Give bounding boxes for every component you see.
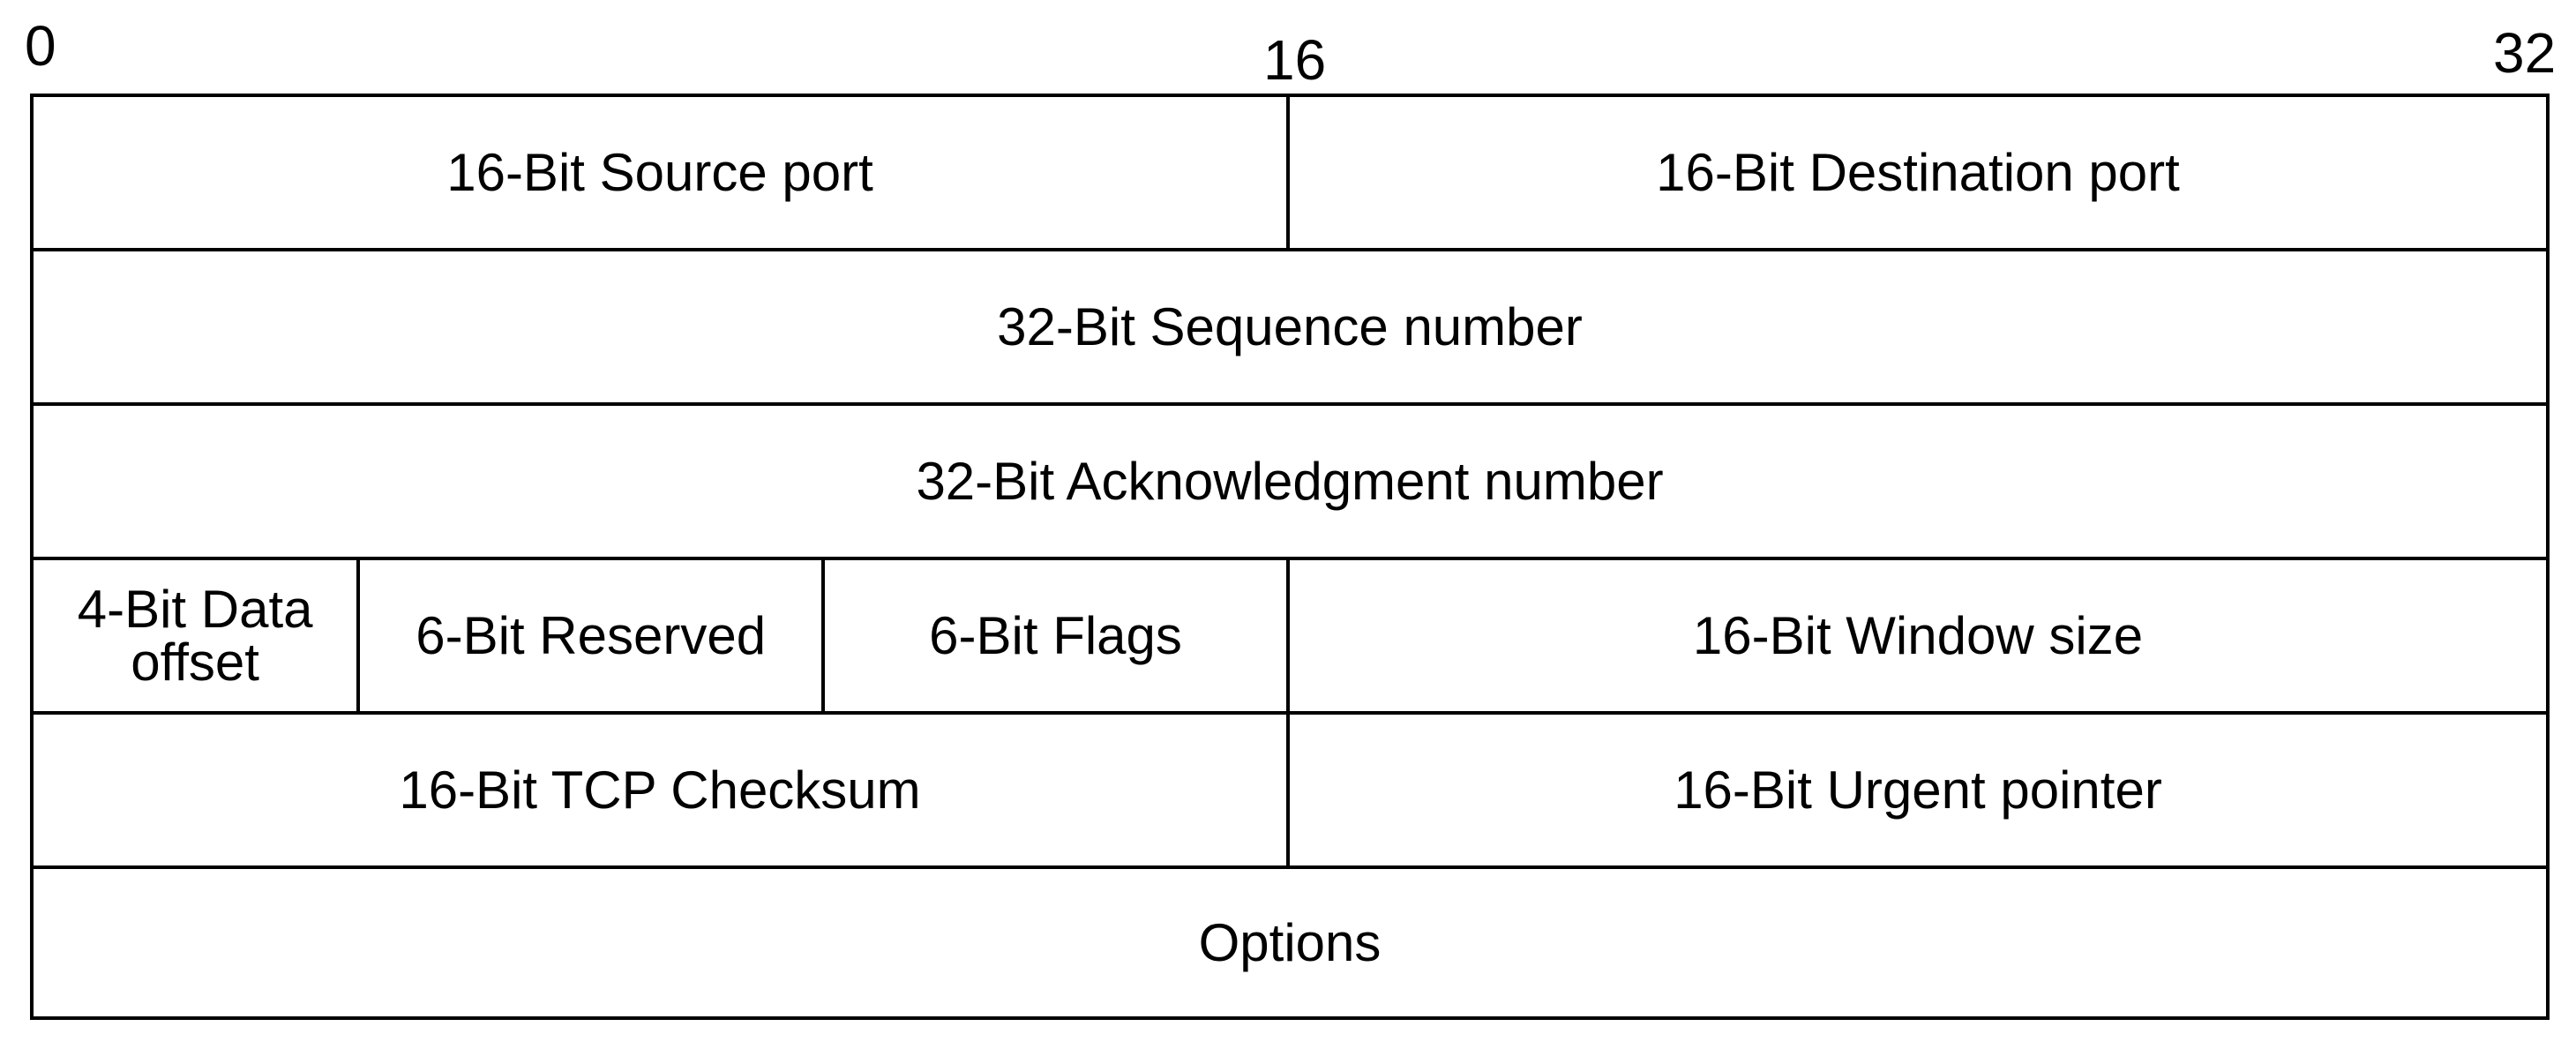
field-label-line1: 4-Bit Data [77, 579, 313, 639]
field-label: 16-Bit Window size [1692, 605, 2144, 665]
field-data-offset: 4-Bit Data offset [34, 560, 361, 711]
header-row-checksum-urgent: 16-Bit TCP Checksum 16-Bit Urgent pointe… [34, 715, 2546, 869]
field-label: 16-Bit Source port [446, 142, 873, 202]
header-row-ports: 16-Bit Source port 16-Bit Destination po… [34, 97, 2546, 251]
bit-scale-end-label: 32 [2493, 21, 2557, 85]
tcp-header-diagram: 16-Bit Source port 16-Bit Destination po… [30, 94, 2550, 1020]
bit-scale-middle-label: 16 [1263, 28, 1327, 92]
field-label-line2: offset [131, 632, 259, 692]
field-label: 16-Bit Destination port [1656, 142, 2180, 202]
field-source-port: 16-Bit Source port [34, 97, 1290, 248]
header-row-acknowledgment: 32-Bit Acknowledgment number [34, 406, 2546, 560]
header-row-options: Options [34, 869, 2546, 1016]
field-label: 32-Bit Acknowledgment number [916, 451, 1664, 511]
field-label: 16-Bit TCP Checksum [399, 760, 921, 820]
field-label: 6-Bit Flags [929, 605, 1182, 665]
field-options: Options [34, 869, 2546, 1016]
field-window-size: 16-Bit Window size [1290, 560, 2546, 711]
field-flags: 6-Bit Flags [825, 560, 1290, 711]
field-label: 16-Bit Urgent pointer [1674, 760, 2162, 820]
field-label: 6-Bit Reserved [416, 605, 767, 665]
field-label: 32-Bit Sequence number [997, 296, 1583, 356]
header-row-offset-flags-window: 4-Bit Data offset 6-Bit Reserved 6-Bit F… [34, 560, 2546, 715]
field-label-group: 4-Bit Data offset [77, 579, 313, 692]
field-reserved: 6-Bit Reserved [360, 560, 826, 711]
field-destination-port: 16-Bit Destination port [1290, 97, 2546, 248]
field-urgent-pointer: 16-Bit Urgent pointer [1290, 715, 2546, 865]
header-row-sequence: 32-Bit Sequence number [34, 251, 2546, 406]
field-tcp-checksum: 16-Bit TCP Checksum [34, 715, 1290, 865]
field-sequence-number: 32-Bit Sequence number [34, 251, 2546, 402]
bit-scale-start-label: 0 [25, 14, 56, 78]
field-label: Options [1198, 912, 1382, 972]
field-acknowledgment-number: 32-Bit Acknowledgment number [34, 406, 2546, 557]
